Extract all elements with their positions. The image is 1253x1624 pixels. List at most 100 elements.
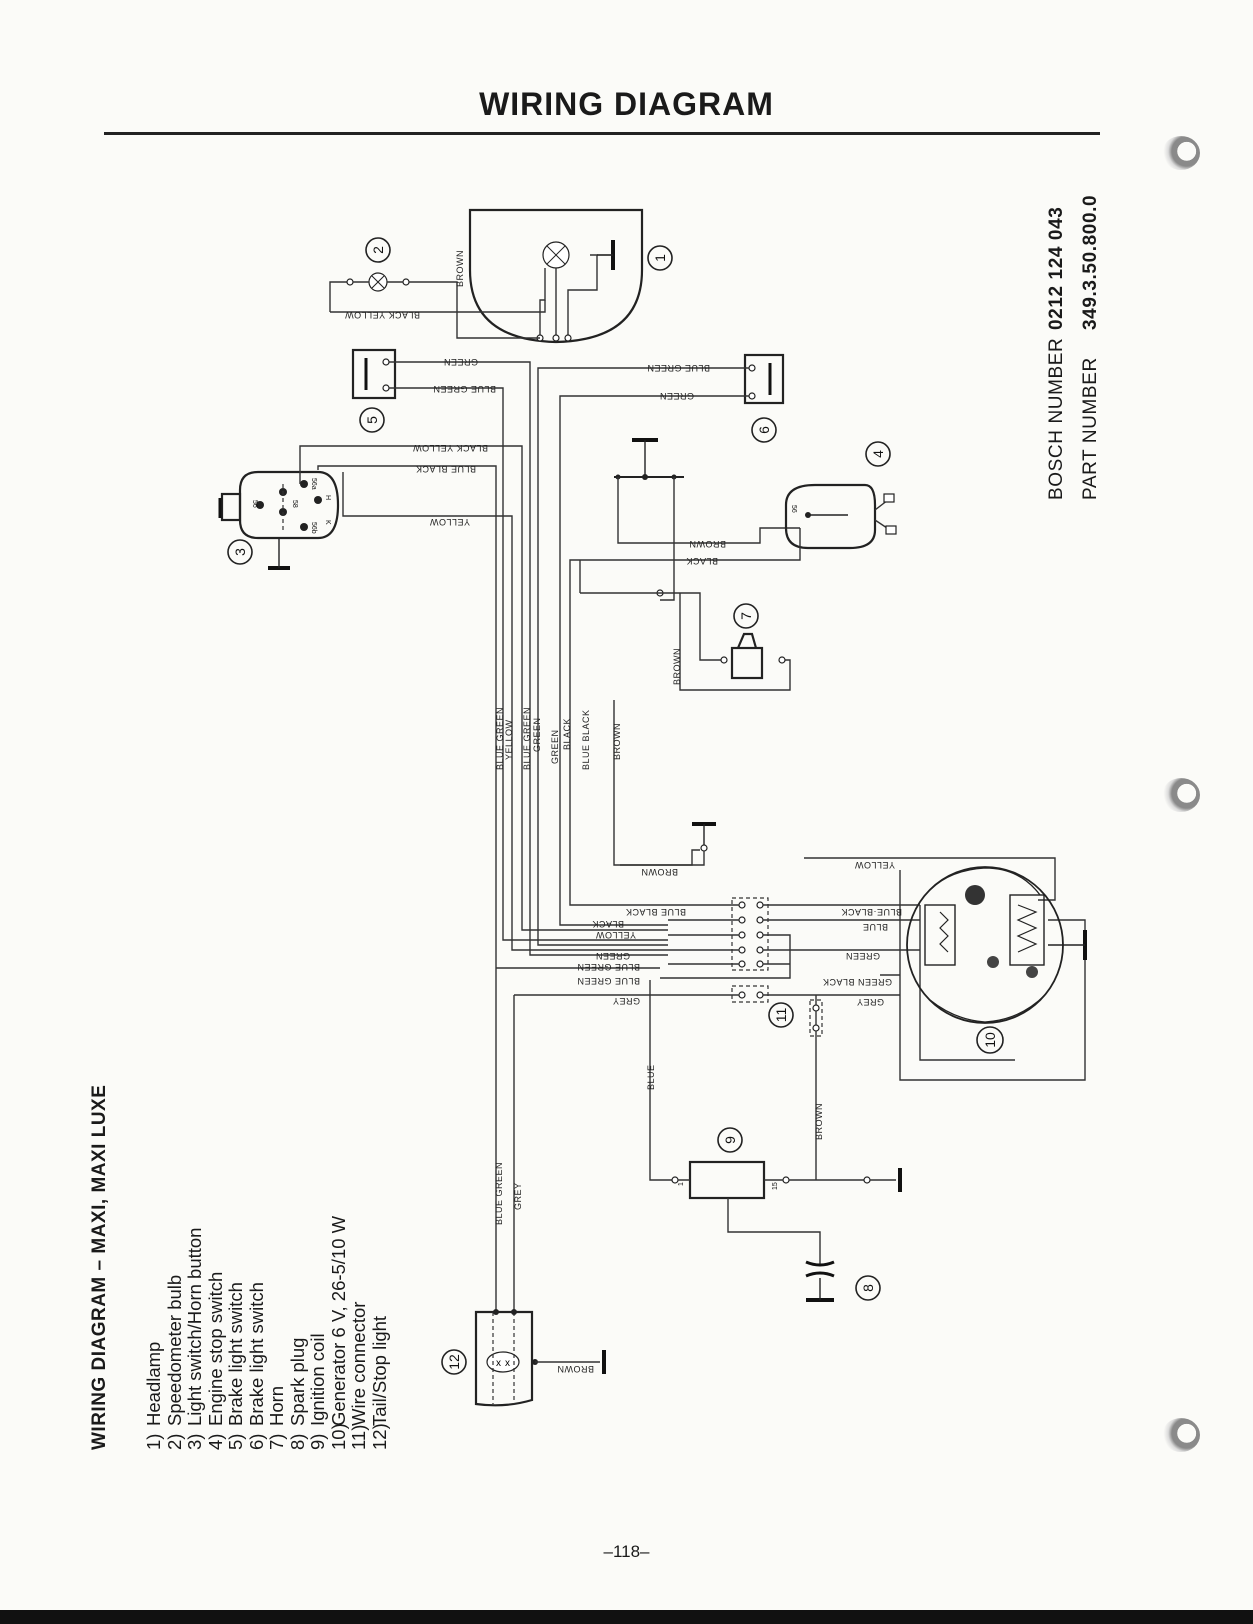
legend-item-text: Light switch/Horn button xyxy=(184,1227,205,1426)
label-blue-green-branch: BLUE GREEN xyxy=(577,962,640,972)
legend-item-number: 8) xyxy=(286,1433,308,1450)
label-black-yellow-speedo: BLACK YELLOW xyxy=(345,310,420,320)
callout-2: 2 xyxy=(365,237,391,263)
term-15: 15 xyxy=(772,1182,779,1190)
label-grey-branch: GREY xyxy=(612,996,640,1006)
callout-7-number: 7 xyxy=(738,612,754,620)
label-black-h: BLACK xyxy=(562,718,572,750)
part-number-value: 349.3.50.800.0 xyxy=(1080,194,1101,330)
wire-connector xyxy=(668,985,900,1180)
page-title: WIRING DIAGRAM xyxy=(479,86,774,122)
legend-item-text: Engine stop switch xyxy=(204,1271,226,1426)
legend-item-number: 5) xyxy=(225,1433,246,1450)
label-yellow-h: YELLOW xyxy=(504,719,514,760)
callout-1-number: 1 xyxy=(652,254,668,262)
legend-heading: WIRING DIAGRAM – MAXI, MAXI LUXE xyxy=(89,1084,110,1450)
legend-item-number: 11) xyxy=(348,1424,369,1450)
label-green-5: GREEN xyxy=(443,357,478,367)
callout-10-number: 10 xyxy=(982,1032,998,1048)
label-blue-green-5: BLUE GREEN xyxy=(433,384,496,394)
callout-4: 4 xyxy=(865,441,891,467)
label-grey-12: GREY xyxy=(513,1182,523,1210)
brake-switch-right xyxy=(537,353,785,700)
label-brown-h: BROWN xyxy=(612,723,622,760)
label-green-h: GREEN xyxy=(532,717,542,752)
bosch-number-label: BOSCH NUMBER xyxy=(1046,337,1067,500)
label-green-branch: GREEN xyxy=(595,951,630,961)
ground-stub xyxy=(620,822,716,866)
label-brown-7: BROWN xyxy=(672,648,682,685)
speedometer-bulb xyxy=(329,272,546,339)
label-blue-black-branch: BLUE BLACK xyxy=(625,907,686,917)
label-brown-4: BROWN xyxy=(689,539,726,549)
label-blue-green-12: BLUE GREEN xyxy=(494,1162,504,1225)
callout-1: 1 xyxy=(647,245,673,271)
legend-item: 3) Light switch/Horn button xyxy=(184,1085,206,1450)
label-blue-10: BLUE xyxy=(862,922,888,932)
label-blue-black-10: BLUE·BLACK xyxy=(841,907,902,917)
legend-item-text: Spark plug xyxy=(286,1337,308,1426)
legend-item-text: Generator 6 V, 26-5/10 W xyxy=(327,1215,349,1426)
brake-switch-left xyxy=(351,348,531,700)
part-info: BOSCH NUMBER 0212 124 043 PART NUMBER349.… xyxy=(1040,195,1108,500)
punch-hole-middle xyxy=(1162,778,1200,812)
legend-item-text: Headlamp xyxy=(143,1341,164,1426)
callout-6: 6 xyxy=(751,417,777,443)
engine-stop-switch: 56 xyxy=(569,438,897,700)
legend-item-text: Brake light switch xyxy=(225,1282,246,1426)
term-56a: 56a xyxy=(310,478,317,490)
scan-edge-bar xyxy=(0,1610,1253,1624)
legend-item: 6)Brake light switch xyxy=(245,1085,268,1450)
legend-item-number: 4) xyxy=(204,1433,226,1450)
svg-text:x: x xyxy=(496,1358,501,1369)
generator xyxy=(804,857,1087,1081)
label-blue-green-h: BLUE GREEN xyxy=(495,707,505,770)
light-switch: 56 58 56a 56b H K xyxy=(218,445,523,700)
legend-item-number: 3) xyxy=(184,1433,205,1450)
legend-item: 4) Engine stop switch xyxy=(204,1085,227,1450)
legend-item-number: 1) xyxy=(143,1433,164,1450)
term-58: 58 xyxy=(291,500,298,508)
legend-item: 8) Spark plug xyxy=(286,1085,309,1450)
punch-hole-bottom xyxy=(1162,1418,1200,1452)
label-black-4: BLACK xyxy=(686,556,718,566)
legend-item-text: Brake light switch xyxy=(245,1282,267,1426)
terminal-block xyxy=(660,897,920,979)
callout-4-number: 4 xyxy=(870,450,886,458)
part-number-row: PART NUMBER349.3.50.800.0 xyxy=(1074,195,1108,500)
label-yellow-3: YELLOW xyxy=(429,517,470,527)
horn xyxy=(579,560,791,691)
label-green-h2: GREEN xyxy=(550,729,560,764)
legend-item-text: Tail/Stop light xyxy=(368,1315,390,1426)
spark-plug xyxy=(805,1260,835,1302)
label-brown-11: BROWN xyxy=(814,1103,824,1140)
callout-9-number: 9 xyxy=(722,1136,738,1144)
callout-12: 12 xyxy=(441,1349,467,1375)
label-blue-green-branch2: BLUE GREEN xyxy=(577,976,640,986)
callout-8: 8 xyxy=(855,1275,881,1301)
legend-item-number: 9) xyxy=(307,1433,328,1450)
legend-item: 12)Tail/Stop light xyxy=(368,1085,391,1450)
legend-item-text: Wire connector xyxy=(348,1301,369,1426)
legend-item-number: 7) xyxy=(266,1433,287,1450)
headlamp xyxy=(468,208,644,344)
term-56b: 56b xyxy=(310,522,317,534)
callout-5-number: 5 xyxy=(364,416,380,424)
label-green-black-10: GREEN BLACK xyxy=(822,977,892,987)
legend-item: 10)Generator 6 V, 26-5/10 W xyxy=(327,1085,350,1450)
label-blue-black-3: BLUE BLACK xyxy=(415,464,476,474)
label-blue-9: BLUE xyxy=(646,1064,656,1090)
callout-12-number: 12 xyxy=(446,1354,462,1370)
callout-3: 3 xyxy=(227,539,253,565)
legend-item: 11)Wire connector xyxy=(348,1085,370,1450)
main-harness xyxy=(495,700,700,1300)
legend-item: 9)Ignition coil xyxy=(307,1085,329,1450)
bosch-number-value: 0212 124 043 xyxy=(1046,206,1067,330)
callout-7: 7 xyxy=(733,603,759,629)
legend: WIRING DIAGRAM – MAXI, MAXI LUXE 1) Headl… xyxy=(88,1085,390,1450)
label-brown-stub: BROWN xyxy=(641,867,678,877)
label-green-6: GREEN xyxy=(659,391,694,401)
ignition-coil: 1 15 xyxy=(671,1160,902,1265)
